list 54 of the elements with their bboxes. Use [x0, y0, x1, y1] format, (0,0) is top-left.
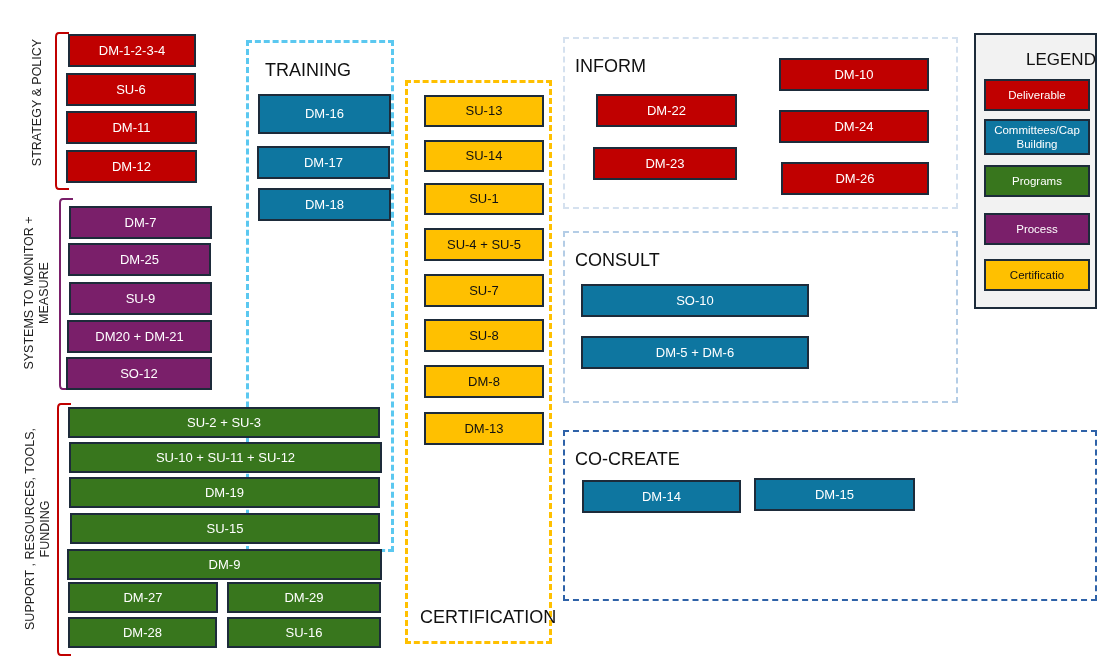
item-box: SU-8 [424, 319, 544, 352]
dashed-group-frame [563, 231, 958, 403]
dashed-group-frame [563, 37, 958, 209]
item-box: DM-11 [66, 111, 197, 144]
item-box: DM-23 [593, 147, 737, 180]
item-box: DM-27 [68, 582, 218, 613]
item-box: SU-7 [424, 274, 544, 307]
legend-swatch: Committees/Cap Building [984, 119, 1090, 155]
group-title: CERTIFICATION [420, 606, 557, 629]
vertical-label: SYSTEMS TO MONITOR + MEASURE [22, 215, 52, 372]
item-box: DM20 + DM-21 [67, 320, 212, 353]
item-box: DM-22 [596, 94, 737, 127]
item-box: SU-10 + SU-11 + SU-12 [69, 442, 382, 473]
item-box: DM-16 [258, 94, 391, 134]
item-box: SO-12 [66, 357, 212, 390]
legend-swatch: Process [984, 213, 1090, 245]
item-box: SU-15 [70, 513, 380, 544]
dashed-group-frame [563, 430, 1097, 601]
item-box: SU-2 + SU-3 [68, 407, 380, 438]
item-box: SU-16 [227, 617, 381, 648]
item-box: SU-13 [424, 95, 544, 127]
item-box: DM-13 [424, 412, 544, 445]
item-box: DM-12 [66, 150, 197, 183]
item-box: DM-18 [258, 188, 391, 221]
item-box: DM-9 [67, 549, 382, 580]
item-box: DM-25 [68, 243, 211, 276]
item-box: SU-1 [424, 183, 544, 215]
item-box: DM-24 [779, 110, 929, 143]
item-box: DM-14 [582, 480, 741, 513]
vertical-label: SUPPORT , RESOURCES, TOOLS, FUNDING [22, 426, 52, 632]
item-box: SU-9 [69, 282, 212, 315]
item-box: DM-19 [69, 477, 380, 508]
item-box: SO-10 [581, 284, 809, 317]
item-box: DM-28 [68, 617, 217, 648]
legend-swatch: Programs [984, 165, 1090, 197]
item-box: DM-5 + DM-6 [581, 336, 809, 369]
item-box: SU-6 [66, 73, 196, 106]
item-box: DM-1-2-3-4 [68, 34, 196, 67]
group-title: INFORM [575, 55, 646, 78]
group-title: CONSULT [575, 249, 660, 272]
legend-swatch: Certificatio [984, 259, 1090, 291]
group-title: TRAINING [265, 59, 351, 82]
item-box: DM-8 [424, 365, 544, 398]
vertical-label: STRATEGY & POLICY [29, 37, 45, 169]
item-box: DM-7 [69, 206, 212, 239]
legend-swatch: Deliverable [984, 79, 1090, 111]
item-box: SU-14 [424, 140, 544, 172]
item-box: DM-10 [779, 58, 929, 91]
item-box: DM-15 [754, 478, 915, 511]
group-title: CO-CREATE [575, 448, 680, 471]
item-box: DM-29 [227, 582, 381, 613]
item-box: DM-26 [781, 162, 929, 195]
item-box: SU-4 + SU-5 [424, 228, 544, 261]
item-box: DM-17 [257, 146, 390, 179]
